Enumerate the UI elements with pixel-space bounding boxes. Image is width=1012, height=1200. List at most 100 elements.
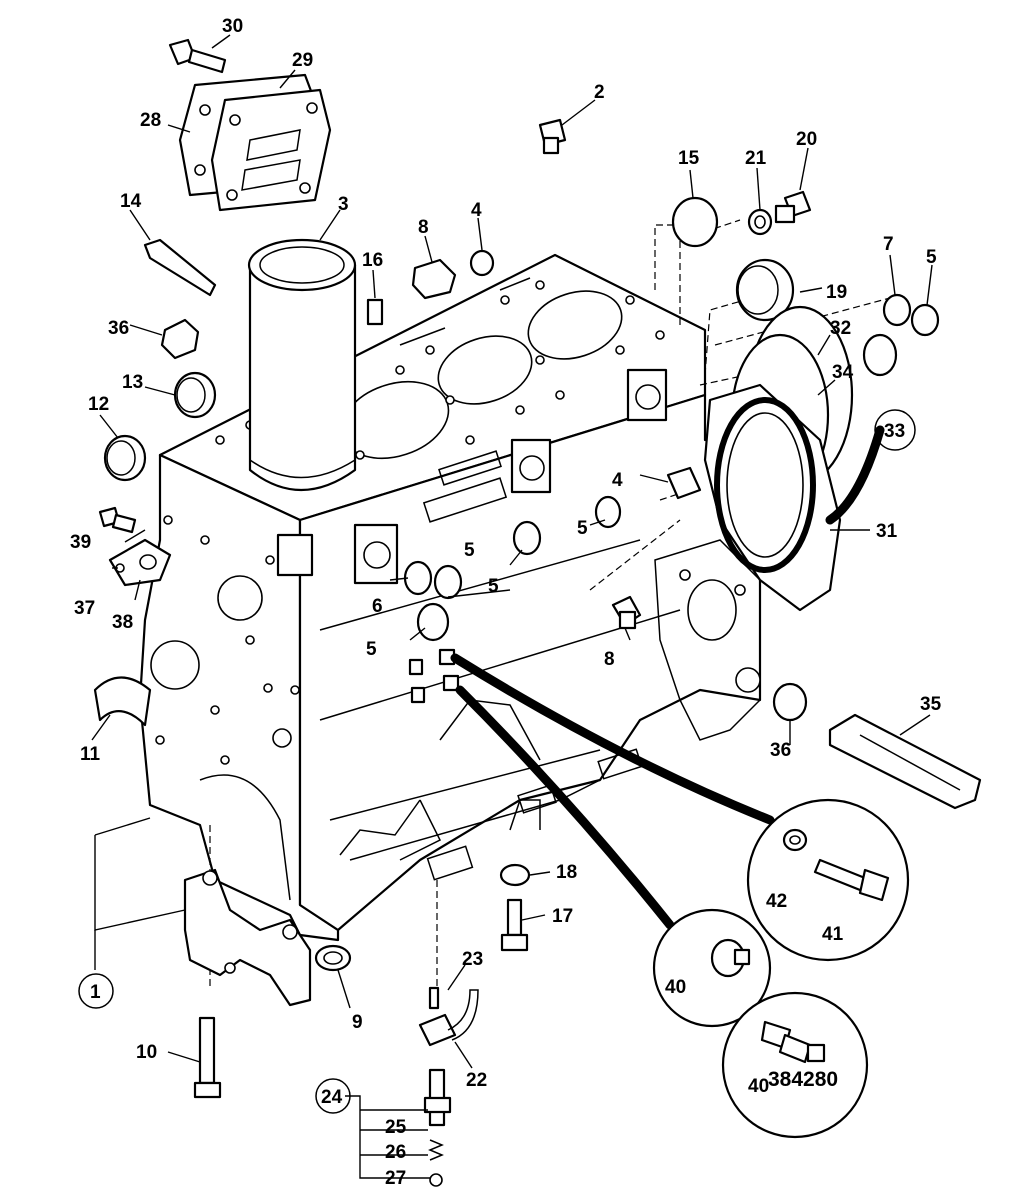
callout-42: 42 [766, 891, 787, 912]
callout-21: 21 [745, 148, 767, 169]
callout-27: 27 [385, 1168, 406, 1189]
callout-29: 29 [292, 50, 313, 71]
callout-7: 7 [883, 234, 894, 255]
callout-5-e: 5 [366, 639, 377, 660]
part-main-bearing-cap [183, 868, 312, 1007]
part-bolt-39 [98, 506, 137, 534]
part-seal-carrier-31 [703, 383, 842, 612]
part-screw-16 [366, 298, 384, 326]
callout-30: 30 [222, 16, 243, 37]
callout-23: 23 [462, 949, 483, 970]
cylinder-block [138, 253, 762, 942]
part-flange-38 [108, 538, 172, 587]
callout-18: 18 [556, 862, 577, 883]
callout-3: 3 [338, 194, 349, 215]
part-sleeve-7 [882, 293, 912, 327]
callout-31: 31 [876, 521, 898, 542]
callout-9: 9 [352, 1012, 363, 1033]
callout-20: 20 [796, 129, 817, 150]
callout-8-middle: 8 [604, 649, 615, 670]
part-sleeve-5-d [416, 602, 450, 642]
part-valve-24 [423, 1068, 452, 1187]
detail-circle-41-42 [746, 798, 910, 962]
callout-36-upper: 36 [108, 318, 129, 339]
part-washer-18 [499, 863, 531, 887]
part-cylinder-liner [247, 238, 357, 492]
part-plug-36-lower [772, 682, 808, 722]
part-plug-33 [862, 333, 898, 377]
callout-26: 26 [385, 1142, 406, 1163]
callout-5-b: 5 [488, 576, 499, 597]
callout-5-right: 5 [926, 247, 937, 268]
part-core-plug-12 [103, 434, 147, 482]
part-plug-20 [774, 190, 812, 224]
callout-33-circle [874, 409, 916, 451]
callout-24-circle [315, 1078, 351, 1114]
callout-4-middle: 4 [612, 470, 623, 491]
part-jet-22 [418, 989, 479, 1047]
part-cap-15 [671, 196, 719, 248]
part-core-plug-19 [735, 258, 795, 322]
part-pin-23 [428, 986, 440, 1010]
part-plug-4-middle [666, 466, 702, 500]
part-dowel-14 [143, 238, 217, 297]
part-bolt-17 [500, 898, 529, 952]
callout-40-upper: 40 [665, 977, 686, 998]
part-rail-35 [828, 713, 982, 810]
part-sleeve-5-a [594, 495, 622, 529]
callout-35: 35 [920, 694, 942, 715]
part-plug-8-upper [411, 258, 457, 300]
part-bolt-30 [168, 38, 227, 74]
part-plug-4-upper [469, 249, 495, 277]
callout-24: 24 [321, 1087, 343, 1108]
callout-band-33 [825, 425, 885, 525]
callout-22: 22 [466, 1070, 487, 1091]
callout-28: 28 [140, 110, 161, 131]
reference-number-label: 384280 [768, 1068, 839, 1091]
part-sleeve-5-right [910, 303, 940, 337]
part-bush-11 [93, 676, 152, 727]
part-core-plug-13 [173, 371, 217, 419]
callout-17: 17 [552, 906, 573, 927]
callout-12: 12 [88, 394, 109, 415]
callout-15: 15 [678, 148, 700, 169]
callout-labels: 1 2 3 4 4 5 5 5 5 5 5 6 7 8 8 9 10 11 12… [70, 16, 942, 1189]
callout-band-40 [455, 685, 675, 930]
callout-11: 11 [80, 744, 101, 765]
callout-1: 1 [90, 982, 101, 1003]
callout-13: 13 [122, 372, 143, 393]
part-jets [408, 648, 460, 704]
part-plug-2 [538, 118, 567, 155]
detail-circle-40-upper [652, 908, 772, 1028]
callout-32: 32 [830, 318, 851, 339]
callout-25: 25 [385, 1117, 407, 1138]
part-ring-9 [314, 944, 352, 972]
part-washer-21 [747, 208, 773, 236]
callout-40-lower: 40 [748, 1076, 769, 1097]
callout-5-c: 5 [464, 540, 475, 561]
callout-38: 38 [112, 612, 133, 633]
callout-14: 14 [120, 191, 142, 212]
part-plug-36-upper [160, 318, 200, 360]
callout-band-41 [450, 653, 775, 825]
callout-8-upper: 8 [418, 217, 429, 238]
callout-34: 34 [832, 362, 854, 383]
part-plug-8-middle [611, 595, 642, 630]
callout-5-a: 5 [577, 518, 588, 539]
callout-4-upper: 4 [471, 200, 482, 221]
part-bolt-10 [193, 1016, 222, 1099]
detail-circle-40-lower [721, 991, 869, 1139]
callout-16: 16 [362, 250, 383, 271]
callout-19: 19 [826, 282, 847, 303]
leader-lines [91, 34, 933, 1179]
part-sleeve-5-c [433, 564, 463, 600]
callout-33: 33 [884, 421, 905, 442]
callout-39: 39 [70, 532, 91, 553]
callout-36-lower: 36 [770, 740, 791, 761]
callout-2: 2 [594, 82, 605, 103]
callout-41: 41 [822, 924, 844, 945]
callout-10: 10 [136, 1042, 157, 1063]
callout-6: 6 [372, 596, 383, 617]
part-sleeve-6 [403, 560, 433, 596]
